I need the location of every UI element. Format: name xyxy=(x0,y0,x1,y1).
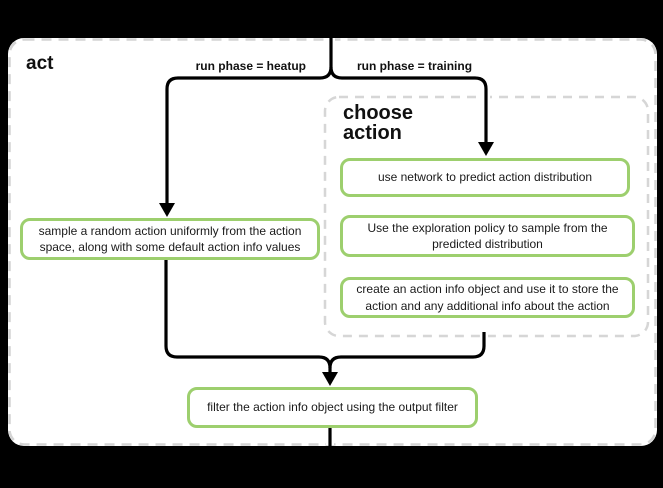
branch-label-training: run phase = training xyxy=(357,59,473,73)
node-create-action-info: create an action info object and use it … xyxy=(340,277,635,318)
connector-group-to-filter xyxy=(328,332,486,369)
connector-training-branch xyxy=(329,66,488,144)
arrowheads xyxy=(159,142,494,386)
branch-label-heatup: run phase = heatup xyxy=(195,59,306,73)
arrowhead-down-icon xyxy=(322,372,338,386)
connector-lines xyxy=(164,38,488,446)
node-label: Use the exploration policy to sample fro… xyxy=(367,220,608,251)
connector-sample-to-filter xyxy=(164,259,332,374)
node-label: use network to predict action distributi… xyxy=(377,170,593,185)
node-label: sample a random action uniformly from th… xyxy=(38,223,302,254)
choose-action-group-title: choose action xyxy=(343,102,414,144)
page-title: act xyxy=(26,53,54,74)
node-predict-distribution: use network to predict action distributi… xyxy=(340,158,630,197)
node-filter-output: filter the action info object using the … xyxy=(187,387,478,428)
node-label: filter the action info object using the … xyxy=(207,400,458,415)
arrowhead-down-icon xyxy=(478,142,494,156)
arrowhead-down-icon xyxy=(159,203,175,217)
node-sample-random-action: sample a random action uniformly from th… xyxy=(20,218,320,260)
node-exploration-policy: Use the exploration policy to sample fro… xyxy=(340,215,635,257)
node-label: create an action info object and use it … xyxy=(356,282,619,313)
